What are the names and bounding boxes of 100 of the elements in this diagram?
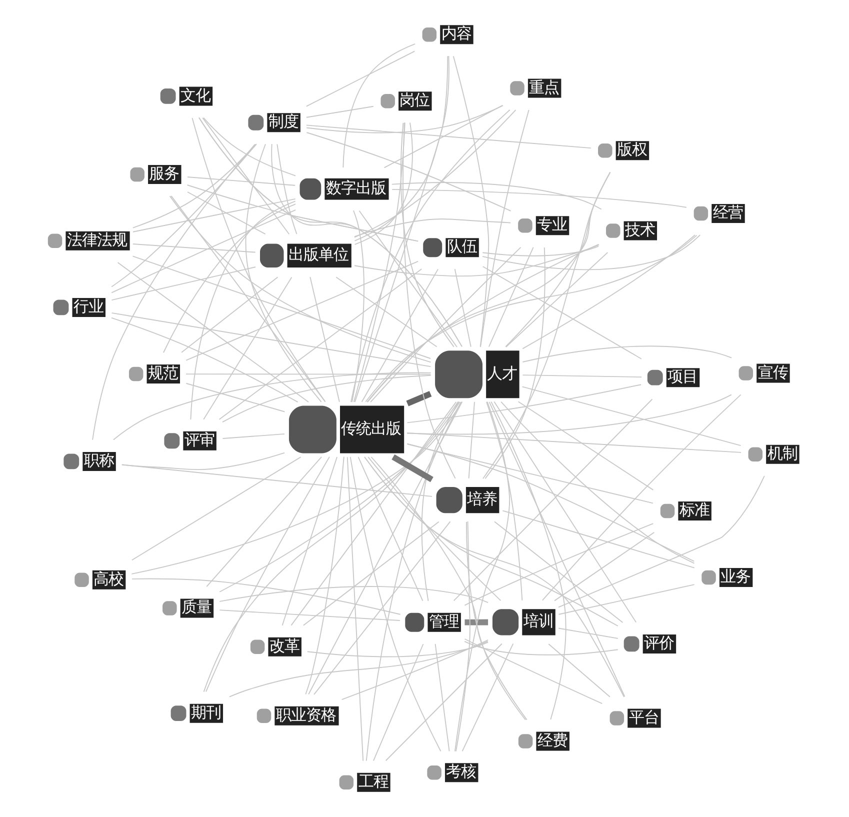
connector [354,244,600,277]
connector [306,106,374,118]
connector [111,312,432,368]
connector [306,50,416,107]
connector [370,246,522,403]
connector [206,456,322,588]
connector [111,144,257,288]
connector [392,188,687,208]
connector [434,643,450,752]
connector [482,266,642,360]
connector [391,182,602,210]
connector [336,276,438,348]
connector [364,456,625,698]
connector [131,456,302,561]
connector [202,117,290,235]
connector [131,402,462,574]
connector [490,401,566,720]
connector [456,520,470,752]
connector [482,246,599,256]
connector [482,172,611,480]
connector [462,643,514,752]
connector [131,578,401,615]
connector [392,454,434,482]
connector [548,644,610,698]
connector [198,117,462,348]
connector [522,346,732,362]
connector [276,144,298,234]
connector [354,109,516,238]
connector [350,456,442,752]
connector [454,268,472,348]
connector [522,374,642,378]
connector [170,195,326,402]
connector [228,640,488,698]
connector [494,401,637,623]
connector [354,218,512,238]
connector [406,391,432,406]
connector [406,443,695,562]
connector [111,317,298,402]
connector [500,401,695,564]
connector [522,234,696,350]
connector [406,384,642,424]
connector [558,475,765,608]
connector [480,109,530,348]
connector [518,401,654,490]
connector [162,204,296,354]
connector [385,643,502,762]
connector [468,401,475,479]
connector [219,401,460,592]
connector [502,510,695,568]
connector [558,628,618,639]
connector [271,144,462,348]
connector [353,122,406,402]
connector [132,244,256,253]
connector [306,105,504,134]
connector [186,260,419,361]
connector [558,584,695,615]
connector [192,118,326,402]
connector [484,247,546,480]
connector [245,144,322,402]
connector [187,176,296,186]
connector [454,401,510,752]
connector [373,644,424,762]
connector [186,382,286,412]
connector [306,642,489,658]
connector [542,394,742,601]
connector [310,276,340,402]
connector [505,252,608,348]
connector [350,109,510,402]
connector [306,132,512,212]
connector [203,117,296,176]
connector [111,266,256,300]
connector [219,586,489,604]
connector [354,56,450,242]
connector [203,276,292,420]
connector [203,401,459,692]
connector [482,234,701,270]
connector [466,521,526,720]
connector [306,124,592,149]
connector [282,456,338,626]
connector [354,56,448,402]
connector [198,117,419,242]
connector [218,268,422,420]
connector [117,262,309,402]
connector [358,456,424,602]
connector [222,374,432,422]
connector [486,401,523,601]
connector [352,210,364,402]
connector [122,464,432,497]
connector [341,639,488,700]
connector [406,444,654,504]
connector [384,104,504,168]
connector [132,144,256,228]
connector [314,521,451,695]
connector [494,521,624,623]
connector [111,209,296,294]
connector [222,433,285,439]
connector [92,144,256,440]
connector [488,401,626,697]
connector [453,398,653,602]
connector [113,372,432,440]
